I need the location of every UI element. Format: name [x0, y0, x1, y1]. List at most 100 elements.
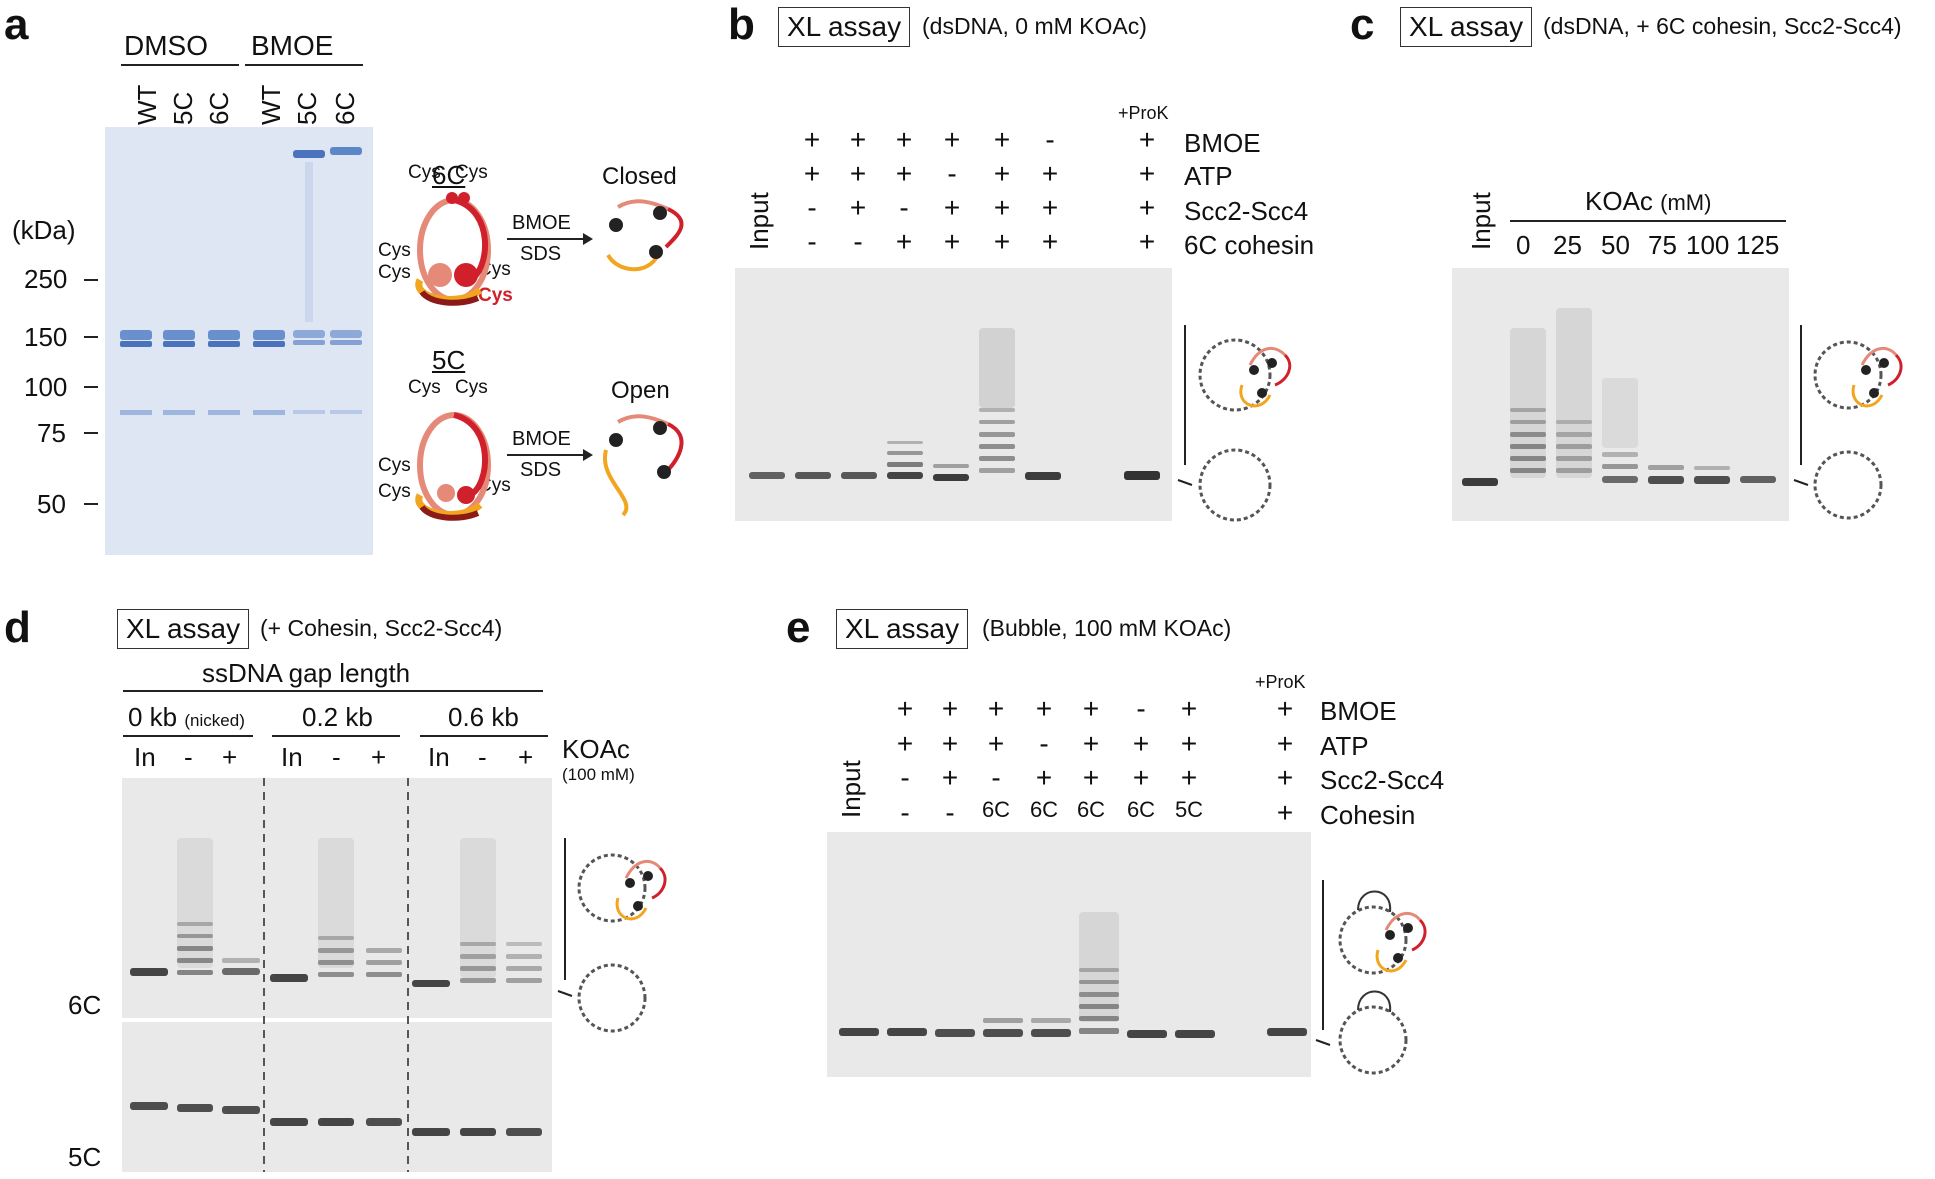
- group-label-dmso: DMSO: [124, 30, 208, 61]
- panel-b-grid-cell-r1-c3: -: [947, 158, 957, 189]
- panel-b-grid-cell-r0-c4: +: [993, 124, 1011, 155]
- panel-e-grid-cell-r3-c6: 5C: [1174, 797, 1204, 822]
- panel-b-grid-cell-r2-c3: +: [943, 192, 961, 223]
- panel-e-grid-cell-r0-c7: +: [1276, 693, 1294, 724]
- panel-e-gel: [827, 832, 1311, 1077]
- diagram-6c-title: 6C: [432, 160, 466, 190]
- coomassie-gel: [105, 127, 373, 555]
- panel-c-subtitle: (dsDNA, + 6C cohesin, Scc2-Scc4): [1543, 13, 1902, 39]
- panel-e-grid-cell-r2-c0: -: [900, 762, 910, 793]
- panel-c-conc-0: 0: [1516, 230, 1531, 260]
- group-label-bmoe: BMOE: [251, 30, 334, 61]
- panel-d-lane-minus-0: -: [184, 742, 193, 772]
- panel-b-grid-cell-r1-c6: +: [1138, 158, 1156, 189]
- panel-d-gel-6c-bands: [130, 838, 542, 987]
- panel-d-gap-line: [123, 690, 543, 692]
- panel-e-row-bmoe: BMOE: [1320, 696, 1397, 726]
- panel-b-grid-cell-r3-c6: +: [1138, 226, 1156, 257]
- panel-d-lane-plus-2: +: [518, 742, 534, 772]
- panel-e-grid-cell-r2-c5: +: [1132, 762, 1150, 793]
- panel-d-group-line-2: [420, 735, 548, 737]
- cohesin-5c-ring: [415, 412, 491, 521]
- panel-b-dna-diagrams: [1177, 325, 1292, 522]
- panel-d-lane-dividers: [263, 778, 409, 1172]
- cys-label-6c-top-right: Cys: [455, 162, 488, 183]
- panel-c-conc-75: 75: [1648, 230, 1677, 260]
- panel-c-title-box: XL assay: [1400, 7, 1533, 47]
- panel-b-grid-cell-r0-c5: -: [1045, 124, 1055, 155]
- panel-b-grid-cell-r0-c1: +: [849, 124, 867, 155]
- panel-b-grid-cell-r3-c5: +: [1041, 226, 1059, 257]
- panel-e-grid-cell-r2-c3: +: [1035, 762, 1053, 793]
- panel-e-subtitle: (Bubble, 100 mM KOAc): [982, 615, 1232, 641]
- reaction-6c-reagent: BMOE: [512, 212, 571, 234]
- marker-150: 150: [24, 322, 68, 352]
- panel-d-row-6c: 6C: [68, 990, 102, 1020]
- panel-d-group-line-1: [272, 735, 400, 737]
- panel-e-grid-cell-r1-c7: +: [1276, 728, 1294, 759]
- panel-d-koac: KOAc: [562, 734, 630, 764]
- panel-e-grid-cell-r2-c2: -: [991, 762, 1001, 793]
- panel-e-grid-cell-r0-c4: +: [1082, 693, 1100, 724]
- panel-b-grid-cell-r1-c2: +: [895, 158, 913, 189]
- panel-e-row-cohesin: Cohesin: [1320, 800, 1416, 830]
- marker-ticks: [84, 279, 98, 505]
- panel-e-grid-cell-r3-c5: 6C: [1126, 797, 1156, 822]
- panel-c-dna-diagrams: [1793, 325, 1903, 520]
- panel-d-lane-plus-1: +: [371, 742, 387, 772]
- panel-e-grid-cell-r3-c4: 6C: [1076, 797, 1106, 822]
- panel-e-grid-cell-r0-c6: +: [1180, 693, 1198, 724]
- panel-e-grid-cell-r1-c4: +: [1082, 728, 1100, 759]
- panel-d-lane-in-1: In: [281, 742, 303, 772]
- cys-label-5c-top-left: Cys: [408, 377, 441, 398]
- panel-e-grid-cell-r0-c5: -: [1136, 693, 1146, 724]
- panel-d-letter: d: [4, 603, 31, 652]
- panel-e-grid-cell-r0-c0: +: [896, 693, 914, 724]
- panel-c-input-label: Input: [1466, 192, 1496, 250]
- panel-d-group-0-note: (nicked): [184, 711, 245, 730]
- cys-label-6c-red: Cys: [478, 285, 513, 306]
- panel-b-grid-cell-r1-c1: +: [849, 158, 867, 189]
- cohesin-6c-ring: [415, 192, 491, 306]
- panel-b-row-scc2: Scc2-Scc4: [1184, 196, 1309, 226]
- panel-e-grid-cell-r1-c3: -: [1039, 728, 1049, 759]
- panel-b-grid-cell-r0-c0: +: [803, 124, 821, 155]
- panel-e-row-scc2: Scc2-Scc4: [1320, 765, 1445, 795]
- panel-e-grid-cell-r0-c3: +: [1035, 693, 1053, 724]
- cys-label-5c-left-2: Cys: [378, 481, 411, 502]
- panel-d-lane-minus-2: -: [478, 742, 487, 772]
- panel-d-group-1: 0.2 kb: [302, 702, 373, 732]
- panel-b-row-bmoe: BMOE: [1184, 128, 1261, 158]
- panel-d-gap-title: ssDNA gap length: [202, 658, 411, 688]
- reaction-5c-reagent: BMOE: [512, 428, 571, 450]
- panel-e-grid-cell-r1-c2: +: [987, 728, 1005, 759]
- panel-c-conc-50: 50: [1601, 230, 1630, 260]
- panel-c-koac-unit: (mM): [1660, 190, 1712, 215]
- marker-250: 250: [24, 264, 68, 294]
- panel-d-group-0-label: 0 kb: [128, 702, 178, 732]
- cys-label-6c-left-2: Cys: [378, 262, 411, 283]
- panel-d-subtitle: (+ Cohesin, Scc2-Scc4): [260, 615, 503, 641]
- coomassie-bands: [120, 147, 362, 415]
- panel-b-gel: [735, 268, 1172, 521]
- panel-c-koac-label: KOAc (mM): [1585, 186, 1711, 217]
- group-line-bmoe: [245, 64, 363, 66]
- panel-d-lane-minus-1: -: [332, 742, 341, 772]
- panel-e-grid-cell-r3-c3: 6C: [1029, 797, 1059, 822]
- reaction-5c-sds: SDS: [520, 459, 562, 481]
- panel-e-grid-cell-r2-c7: +: [1276, 762, 1294, 793]
- panel-b-grid-cell-r1-c4: +: [993, 158, 1011, 189]
- panel-d-row-5c: 5C: [68, 1142, 102, 1172]
- panel-b-grid-cell-r2-c5: +: [1041, 192, 1059, 223]
- panel-e-grid-cell-r2-c6: +: [1180, 762, 1198, 793]
- panel-b-row-atp: ATP: [1184, 161, 1233, 191]
- panel-e-grid-cell-r2-c4: +: [1082, 762, 1100, 793]
- panel-e-input-label: Input: [836, 760, 866, 818]
- panel-c-koac-line: [1510, 220, 1786, 222]
- panel-b-grid-cell-r1-c0: +: [803, 158, 821, 189]
- panel-d-dna-diagrams: [557, 838, 667, 1033]
- panel-d-lane-in-2: In: [428, 742, 450, 772]
- panel-e-grid-cell-r0-c2: +: [987, 693, 1005, 724]
- group-line-dmso: [121, 64, 239, 66]
- panel-b-grid-cell-r2-c1: +: [849, 192, 867, 223]
